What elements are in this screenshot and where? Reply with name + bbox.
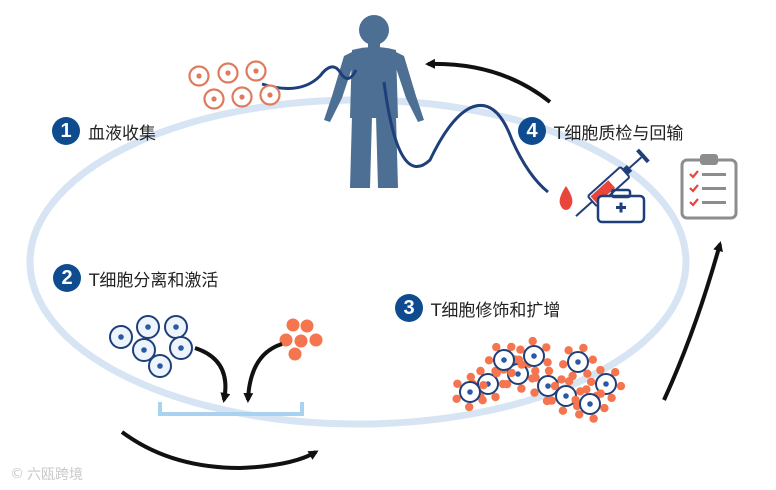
car-receptor: [544, 366, 554, 376]
car-receptor: [596, 365, 605, 375]
culture-tray: [158, 402, 304, 416]
car-t-cell-nucleus: [575, 359, 581, 365]
car-receptor: [453, 379, 462, 388]
car-receptor: [514, 355, 524, 364]
car-receptor: [479, 381, 488, 390]
flow-arrow-bottom: [120, 430, 319, 471]
car-receptor: [452, 394, 461, 403]
activation-bead-cluster: [279, 318, 323, 361]
car-receptor: [596, 389, 605, 398]
step-3-badge: 3: [395, 294, 423, 322]
flow-arrow-top: [425, 58, 552, 104]
car-receptor: [588, 355, 597, 364]
car-receptor: [543, 358, 552, 367]
car-receptor: [517, 384, 526, 393]
car-receptor: [616, 381, 626, 391]
car-receptor: [582, 385, 591, 394]
car-receptor: [528, 336, 537, 346]
car-receptor: [531, 366, 540, 376]
car-receptor: [611, 368, 620, 377]
car-receptor: [571, 395, 580, 405]
car-receptor: [465, 402, 474, 412]
beads-to-tray-arrow: [243, 342, 283, 403]
car-receptor: [559, 360, 568, 369]
car-receptor: [589, 414, 598, 423]
car-t-cell-nucleus: [531, 353, 537, 359]
car-receptor: [531, 373, 540, 382]
car-receptor: [530, 388, 539, 397]
car-receptor: [586, 377, 596, 387]
blood-drop-icon: [559, 186, 573, 210]
watermark-text: 六瓯跨境: [27, 467, 83, 483]
step-2-text: T细胞分离和激活: [89, 270, 219, 291]
car-receptor: [564, 377, 574, 386]
car-receptor: [491, 392, 500, 402]
car-receptor: [557, 375, 566, 384]
cells-to-tray-arrow: [194, 346, 231, 403]
car-receptor: [492, 368, 501, 378]
car-receptor: [579, 343, 588, 353]
car-receptor: [516, 345, 525, 354]
flow-arrow-right: [662, 241, 723, 401]
step-3-label: 3 T细胞修饰和扩增: [395, 294, 560, 322]
car-receptor: [550, 381, 560, 391]
car-receptor: [575, 410, 584, 419]
step-1-badge: 1: [52, 117, 80, 145]
car-receptor: [502, 380, 512, 389]
car-t-cell-nucleus: [501, 357, 507, 363]
car-receptor: [542, 343, 551, 352]
expanded-car-t-cells: [452, 336, 626, 423]
car-receptor: [484, 356, 494, 365]
human-body-icon: [324, 15, 424, 188]
car-t-cell-nucleus: [545, 383, 551, 389]
car-receptor: [507, 342, 516, 352]
watermark-logo-icon: ©: [10, 466, 24, 482]
step-2-badge: 2: [53, 264, 81, 292]
car-receptor: [478, 396, 487, 405]
t-cell-nuclei: [118, 324, 184, 369]
car-t-cell-nucleus: [603, 381, 609, 387]
car-receptor: [600, 403, 609, 413]
step-1-text: 血液收集: [88, 123, 156, 144]
step-2-label: 2 T细胞分离和激活: [53, 264, 218, 292]
collected-cell-nuclei: [196, 68, 273, 102]
car-receptor: [583, 369, 592, 378]
step-4-text: T细胞质检与回输: [554, 123, 684, 144]
car-receptor: [607, 393, 616, 403]
car-t-cell-nucleus: [563, 393, 569, 399]
blood-collection-line: [261, 65, 358, 90]
car-t-cell-nucleus: [587, 401, 593, 407]
car-t-cell-nucleus: [467, 389, 473, 395]
step-3-text: T细胞修饰和扩增: [431, 300, 561, 321]
watermark: © 六瓯跨境: [10, 464, 83, 484]
blood-return-line: [382, 81, 549, 194]
car-receptor: [476, 366, 485, 376]
step-4-badge: 4: [518, 117, 546, 145]
car-receptor: [558, 406, 568, 415]
car-t-cell-nucleus: [515, 371, 521, 377]
car-receptor: [492, 342, 501, 352]
car-receptor: [547, 396, 556, 405]
step-1-label: 1 血液收集: [52, 117, 156, 145]
step-4-label: 4 T细胞质检与回输: [518, 117, 683, 145]
clipboard-checklist-icon: [680, 154, 738, 220]
medical-kit-icon: [596, 188, 646, 224]
car-receptor: [507, 368, 516, 378]
car-receptor: [466, 372, 475, 382]
car-receptor: [564, 346, 573, 355]
